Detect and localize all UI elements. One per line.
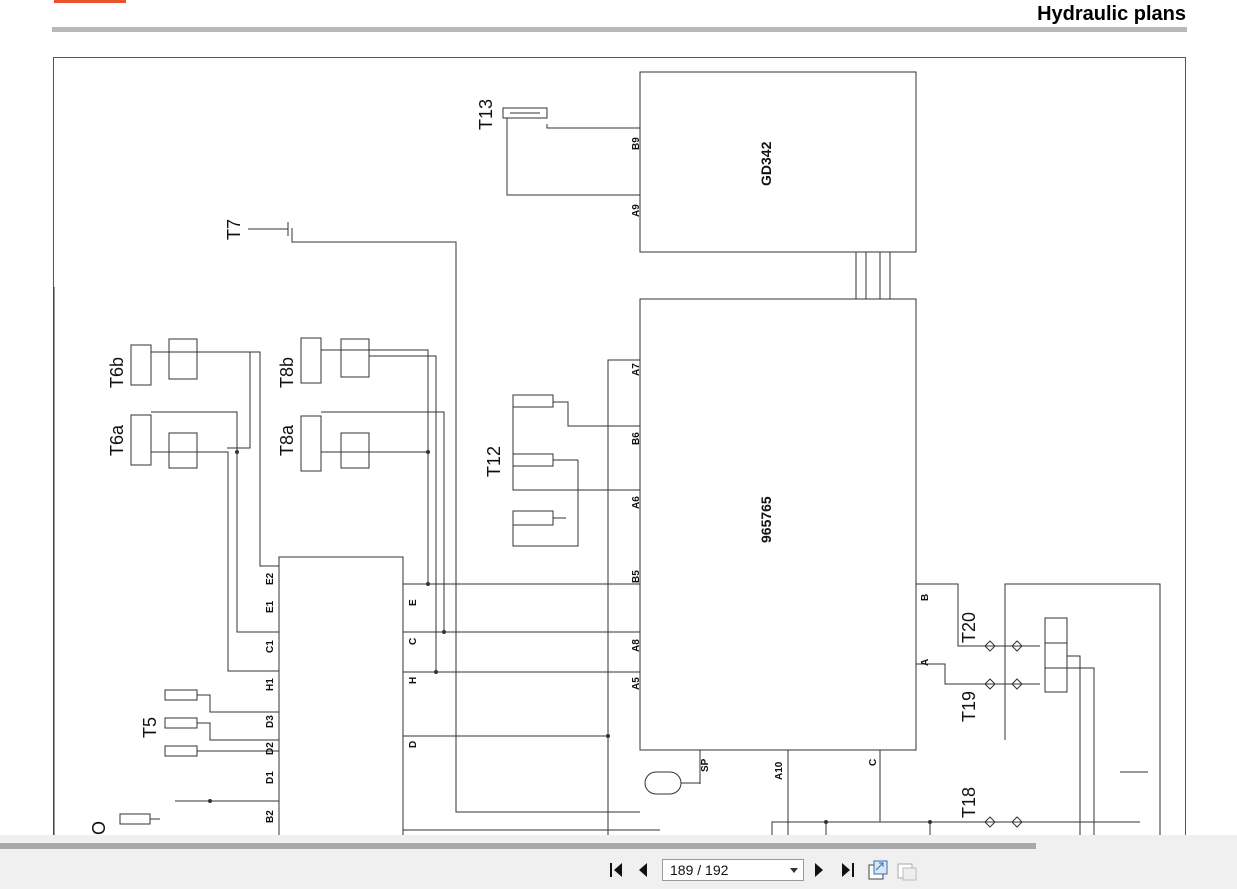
port-d-mid: D: [408, 741, 419, 748]
port-a-right: A: [920, 659, 931, 666]
label-t8a: T8a: [277, 424, 297, 456]
port-d1: D1: [265, 771, 276, 784]
hydraulic-schematic: T13 T7 T6b T6a T8b T8a T12 T5 T20 T19 T1…: [53, 71, 1161, 835]
page-title: Hydraulic plans: [1037, 3, 1186, 25]
next-page-button[interactable]: [808, 858, 830, 882]
label-t19: T19: [959, 691, 979, 722]
label-gd342: GD342: [758, 141, 774, 186]
port-c-right: C: [868, 759, 879, 766]
port-b6: B6: [631, 432, 642, 445]
block-965765: [639, 298, 917, 751]
label-t6a: T6a: [107, 424, 127, 456]
port-a6: A6: [631, 496, 642, 509]
label-t6b: T6b: [107, 357, 127, 388]
fit-width-icon: [897, 863, 917, 881]
port-e-mid: E: [408, 599, 419, 606]
page-indicator: 189 / 192: [670, 862, 729, 878]
port-c1: C1: [265, 640, 276, 653]
port-d2: D2: [265, 742, 276, 755]
label-965765: 965765: [758, 496, 774, 543]
label-t20: T20: [959, 612, 979, 643]
port-a5: A5: [631, 677, 642, 690]
port-d3: D3: [265, 715, 276, 728]
prev-page-button[interactable]: [632, 858, 654, 882]
port-a8: A8: [631, 639, 642, 652]
port-e2: E2: [265, 572, 276, 585]
last-page-icon: [842, 863, 854, 877]
port-a9: A9: [631, 204, 642, 217]
fit-page-button[interactable]: [866, 858, 888, 882]
port-e1: E1: [265, 600, 276, 613]
label-t8b: T8b: [277, 357, 297, 388]
first-page-button[interactable]: [606, 858, 628, 882]
port-b5: B5: [631, 570, 642, 583]
page-number-select[interactable]: 189 / 192: [662, 859, 804, 881]
port-h1: H1: [265, 678, 276, 691]
label-t18: T18: [959, 787, 979, 818]
port-c-mid: C: [408, 638, 419, 645]
label-t7: T7: [224, 219, 244, 240]
block-gd342: [639, 71, 917, 253]
chevron-down-icon: [790, 868, 798, 873]
fit-width-button[interactable]: [895, 858, 917, 882]
port-b-right: B: [920, 594, 931, 601]
port-sp: SP: [700, 758, 711, 772]
scroll-track[interactable]: [0, 843, 1036, 849]
brand-accent: [54, 0, 126, 3]
label-t5: T5: [140, 717, 160, 738]
port-b9: B9: [631, 137, 642, 150]
title-divider: [52, 27, 1187, 32]
valve-frame: [1004, 583, 1161, 835]
label-o: O: [89, 821, 109, 835]
block-manifold: [278, 556, 404, 835]
label-t13: T13: [476, 99, 496, 130]
label-t12: T12: [484, 446, 504, 477]
port-h-mid: H: [408, 677, 419, 684]
prev-page-icon: [639, 863, 647, 877]
last-page-button[interactable]: [836, 858, 858, 882]
fit-page-icon: [868, 860, 888, 880]
port-a10: A10: [774, 761, 785, 780]
port-b2: B2: [265, 810, 276, 823]
first-page-icon: [610, 863, 622, 877]
port-a7: A7: [631, 363, 642, 376]
next-page-icon: [815, 863, 823, 877]
